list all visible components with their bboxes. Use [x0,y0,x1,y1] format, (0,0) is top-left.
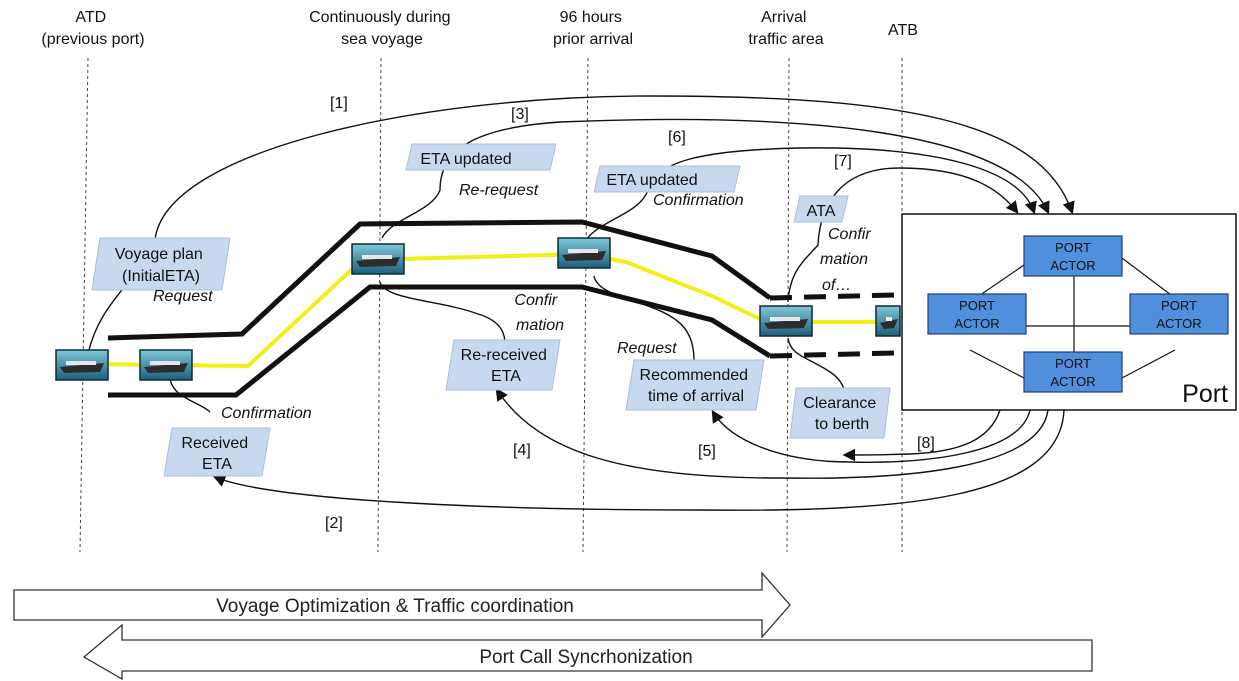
flow-numbers: [1] [3] [6] [7] [4] [5] [8] [2] [325,95,935,532]
request-2-hook [593,275,695,361]
lane-lower-dashed [769,350,896,359]
card-ata-text: ATA [807,203,836,220]
confir-mation-1-label: Confir mation [514,292,564,334]
flow-4-label: [4] [513,442,531,459]
ship-sea-icon [351,243,405,275]
flow-7-label: [7] [834,153,852,170]
card-received-eta: Received ETA [163,427,271,477]
flow-2-curve [212,409,1065,511]
flow-3-curve [381,118,1050,239]
flow-8-label: [8] [917,435,935,452]
action-labels: Request Confirmation Re-request Confir m… [153,182,875,422]
milestone-line-sea [377,57,382,553]
forward-arrow: Voyage Optimization & Traffic coordinati… [13,571,791,639]
milestone-96h-label: 96 hours prior arrival [553,9,633,48]
ship-atb-icon [875,305,901,337]
card-re-received-eta-text: Re-received ETA [461,347,552,385]
card-eta-updated-2: ETA updated [593,165,741,193]
card-received-eta-text: Received ETA [181,435,252,473]
lane-upper-border [107,219,772,341]
confirmation-of-hook [787,337,845,393]
flow-1-label: [1] [330,95,348,112]
backward-arrow: Port Call Syncrhonization [82,623,1093,681]
flow-3-label: [3] [511,106,529,123]
ship-departed-icon [139,349,193,381]
request-2-label: Request [617,340,677,357]
backward-arrow-label: Port Call Syncrhonization [479,647,692,668]
card-recommended: Recommended time of arrival [625,359,765,411]
card-recommended-text: Recommended time of arrival [640,367,753,405]
flow-5-curve [711,409,1031,463]
confirmation-2-label: Confirmation [653,192,744,209]
lane-upper-dashed [769,292,896,301]
confirmation-2-hook [379,281,506,346]
ship-96h-icon [557,237,611,269]
ships [55,237,901,381]
flow-7-curve [787,167,1019,303]
bottom-arrows: Voyage Optimization & Traffic coordinati… [13,571,1093,681]
forward-arrow-label: Voyage Optimization & Traffic coordinati… [216,596,574,617]
ship-atd-icon [55,349,109,381]
card-eta-updated-1: ETA updated [405,143,557,171]
lane-lower-border [108,284,772,398]
port-label: Port [1182,380,1228,408]
card-voyage-plan-text: Voyage plan (InitialETA) [115,246,208,285]
card-eta-updated-1-text: ETA updated [420,151,511,168]
message-cards: Voyage plan (InitialETA) Received ETA ET… [91,143,891,477]
request-1-label: Request [153,288,213,305]
confirmation-1-label: Confirmation [221,405,312,422]
card-clearance: Clearance to berth [789,387,891,439]
re-request-label: Re-request [459,182,539,199]
milestone-arrival-label: Arrival traffic area [748,9,823,48]
confirmation-1-hook [169,377,211,413]
card-clearance-text: Clearance to berth [803,395,880,433]
flow-8-curve [842,409,1001,462]
flow-5-label: [5] [698,443,716,460]
milestone-atb-label: ATB [888,22,918,39]
flow-6-curve [585,147,1037,241]
flow-4-curve [495,387,1049,479]
milestone-atd-label: ATD (previous port) [41,9,144,48]
card-re-received-eta: Re-received ETA [445,339,561,391]
card-eta-updated-2-text: ETA updated [606,172,697,189]
ship-arrival-icon [759,305,813,337]
milestone-sea-label: Continuously during sea voyage [309,9,455,48]
milestone-line-96h [582,57,589,553]
milestone-line-arrival [786,57,790,553]
flow-2-label: [2] [325,515,343,532]
milestone-line-atd [79,57,89,553]
card-voyage-plan: Voyage plan (InitialETA) [91,237,231,291]
confir-mation-of-label: Confir mation of… [820,226,875,294]
card-ata: ATA [793,195,849,223]
flow-6-label: [6] [668,129,686,146]
